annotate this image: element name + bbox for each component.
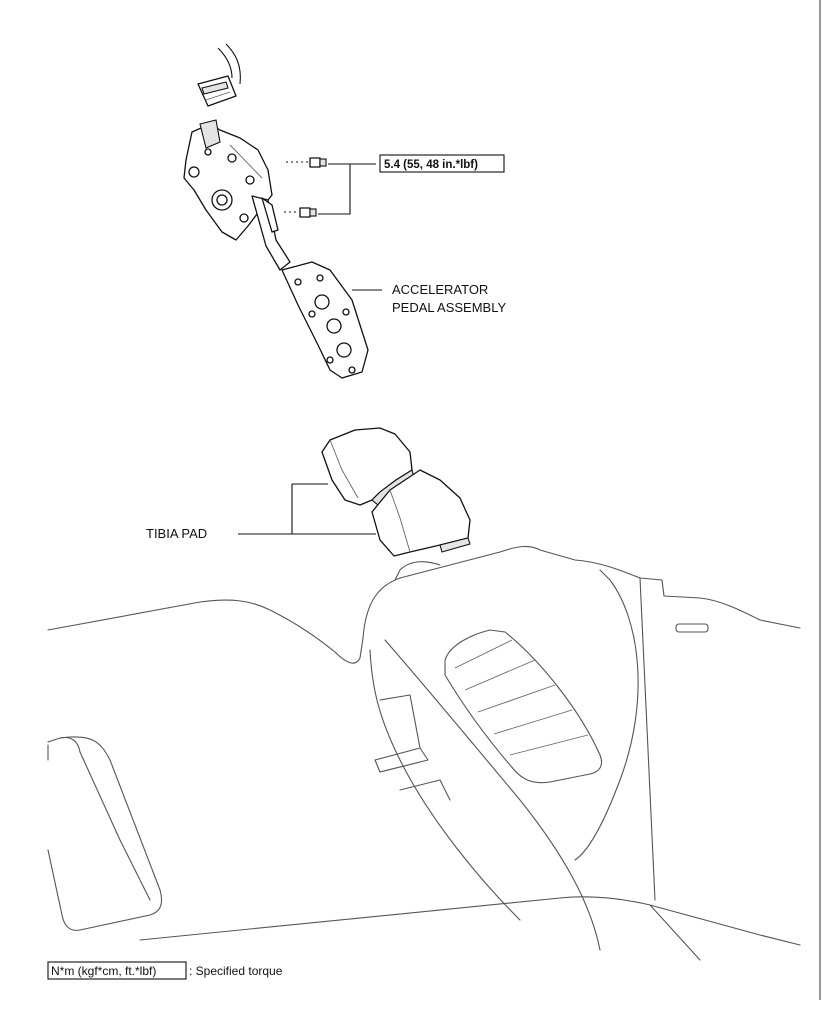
vehicle-floor-outline (47, 545, 801, 961)
connector-harness (197, 43, 241, 107)
accelerator-pedal-assembly (183, 119, 369, 379)
torque-box (379, 154, 505, 173)
accelerator-label-line1: ACCELERATOR (392, 282, 488, 297)
bolt-upper (286, 157, 327, 168)
accelerator-label-line2: PEDAL ASSEMBLY (392, 300, 506, 315)
dash-slot (675, 623, 709, 633)
torque-spec-label: 5.4 (55, 48 in.*lbf) (384, 159, 478, 171)
tibia-pad-label: TIBIA PAD (146, 526, 207, 541)
tibia-pad (321, 427, 471, 557)
legend-unit-box (47, 961, 187, 980)
bolt-lower (284, 207, 317, 218)
tibia-leader (238, 483, 376, 535)
torque-leader (318, 163, 376, 215)
legend-description: : Specified torque (189, 964, 283, 978)
legend-unit-text: N*m (kgf*cm, ft.*lbf) (51, 964, 156, 978)
